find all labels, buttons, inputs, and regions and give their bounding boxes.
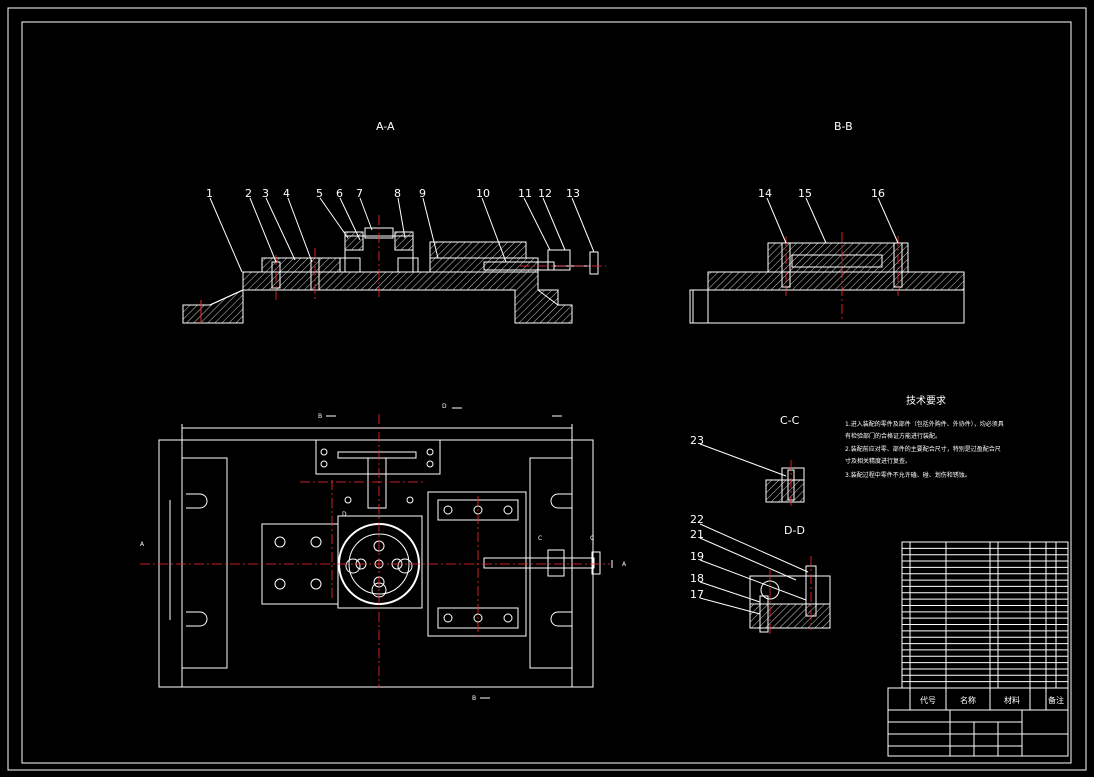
balloon-22: 22	[690, 513, 704, 526]
balloon-18: 18	[690, 572, 704, 585]
tech-req-line-2: 有检验部门的合格证方能进行装配。	[845, 432, 941, 440]
balloon-17: 17	[690, 588, 704, 601]
cut-b-bottom: B	[472, 695, 476, 702]
tech-req-line-1: 1.进入装配的零件及部件（包括外购件、外协件），均必须具	[845, 420, 1004, 428]
section-dd-label: D-D	[784, 524, 805, 537]
cut-c-right: C	[590, 535, 594, 542]
detail-views: C-C 23 D-D 22 21 19 18 17	[690, 414, 831, 636]
inner-border	[21, 21, 1072, 764]
section-aa-view: A-A	[182, 120, 606, 324]
parts-list-table	[901, 541, 1069, 689]
balloon-23: 23	[690, 434, 704, 447]
balloon-9: 9	[419, 187, 426, 200]
balloon-1: 1	[206, 187, 213, 200]
cut-a-left: A	[140, 541, 145, 548]
section-aa-label: A-A	[376, 120, 395, 133]
section-bb-view: B-B 14 15 16	[689, 120, 965, 324]
balloon-7: 7	[356, 187, 363, 200]
section-cc-label: C-C	[780, 414, 800, 427]
balloon-5: 5	[316, 187, 323, 200]
outer-border	[7, 7, 1087, 771]
balloons-aa: 1 2 3 4 5 6 7 8 9 10 11 12 13	[206, 187, 580, 200]
cut-d-plan: D	[342, 511, 347, 518]
tech-req-line-4: 寸及相关精度进行复查。	[845, 457, 911, 465]
balloon-10: 10	[476, 187, 490, 200]
title-hdr-note: 备注	[1048, 695, 1064, 705]
balloon-16: 16	[871, 187, 885, 200]
plan-view: B D B A A C C D	[140, 403, 627, 702]
balloon-14: 14	[758, 187, 772, 200]
cut-b-top: B	[318, 413, 322, 420]
title-block: 代号 名称 材料 备注	[887, 687, 1069, 757]
tech-req-line-3: 2.装配前应对零、部件的主要配合尺寸，特别是过盈配合尺	[845, 445, 1001, 453]
balloon-4: 4	[283, 187, 290, 200]
tech-req-line-5: 3.装配过程中零件不允许磕、碰、划伤和锈蚀。	[845, 471, 971, 479]
title-hdr-code: 代号	[920, 695, 936, 705]
balloon-11: 11	[518, 187, 532, 200]
balloon-13: 13	[566, 187, 580, 200]
balloon-19: 19	[690, 550, 704, 563]
cut-d-top: D	[442, 403, 447, 410]
tech-requirements: 技术要求 1.进入装配的零件及部件（包括外购件、外协件），均必须具 有检验部门的…	[845, 394, 1004, 479]
balloon-15: 15	[798, 187, 812, 200]
balloon-8: 8	[394, 187, 401, 200]
balloon-6: 6	[336, 187, 343, 200]
balloon-21: 21	[690, 528, 704, 541]
title-hdr-material: 材料	[1004, 695, 1020, 705]
title-hdr-name: 名称	[960, 695, 976, 705]
cut-c-left: C	[538, 535, 542, 542]
balloon-12: 12	[538, 187, 552, 200]
balloon-3: 3	[262, 187, 269, 200]
cut-a-right: A	[622, 561, 627, 568]
balloon-2: 2	[245, 187, 252, 200]
section-bb-label: B-B	[834, 120, 853, 133]
tech-req-title: 技术要求	[906, 394, 946, 407]
